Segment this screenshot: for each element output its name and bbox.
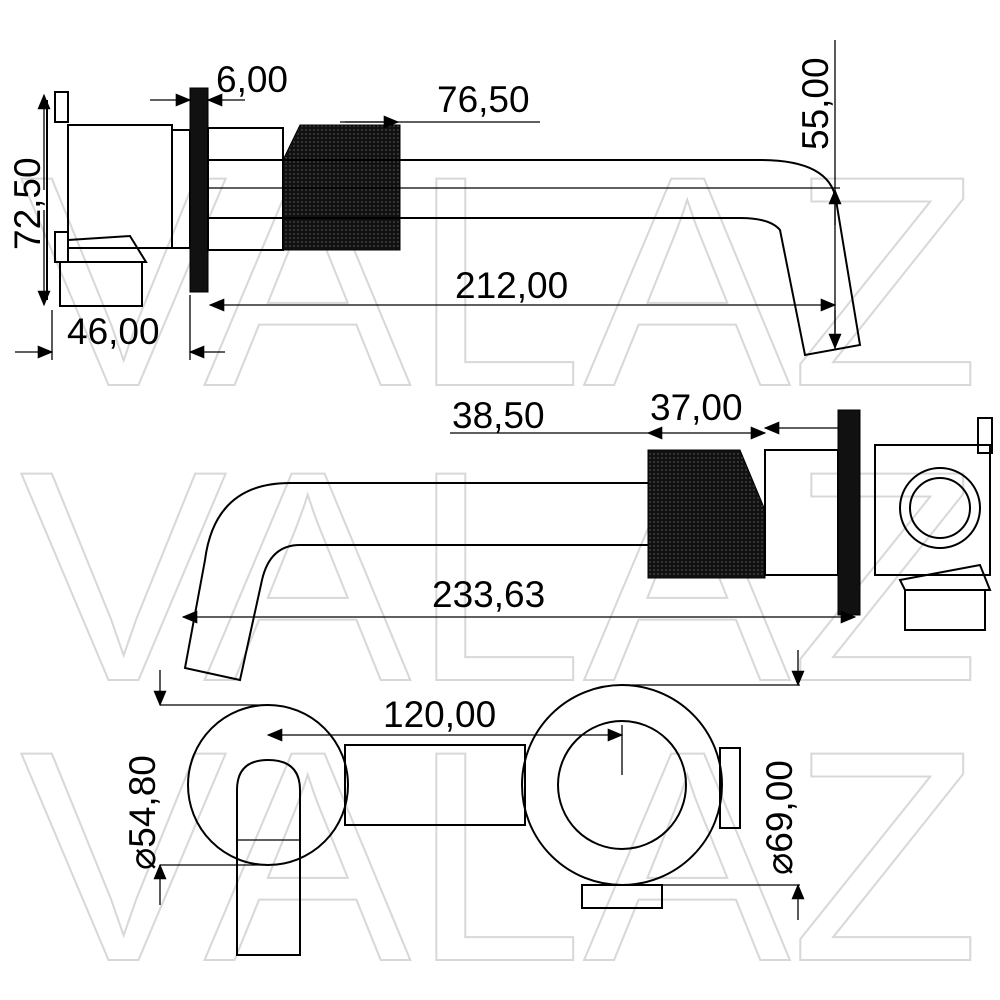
top-view: 6,00 76,50 55,00 72,50 212,00 46,00 <box>7 40 862 360</box>
front-view: 120,00 ⌀54,80 ⌀69,00 <box>122 650 805 956</box>
dim-spout: 212,00 <box>455 265 568 306</box>
svg-text:VALAZ: VALAZ <box>20 113 980 449</box>
dim-height: 55,00 <box>795 57 836 150</box>
wall-bracket-top <box>54 91 69 123</box>
dim-a: 38,50 <box>452 395 545 436</box>
dim-plate: 6,00 <box>216 59 288 100</box>
dim-right-dia: ⌀69,00 <box>759 760 800 875</box>
spout-front <box>236 758 301 956</box>
dim-total: 233,63 <box>432 574 545 615</box>
connector-bar <box>344 744 526 826</box>
handle-front <box>557 720 687 850</box>
wall-plate-side <box>837 409 861 616</box>
dim-body: 72,50 <box>7 157 48 250</box>
dim-depth: 46,00 <box>67 311 160 352</box>
dim-b: 37,00 <box>650 387 743 428</box>
dim-left-dia: ⌀54,80 <box>122 755 163 870</box>
knurled-handle-side <box>647 449 766 579</box>
dim-handle: 76,50 <box>437 79 530 120</box>
watermark: VALAZ VALAZ VALAZ <box>19 112 981 1000</box>
side-view: 38,50 37,00 233,63 <box>181 387 993 682</box>
valve-body-side <box>874 444 991 576</box>
spout-side <box>183 482 648 682</box>
dim-spacing: 120,00 <box>383 694 496 735</box>
wall-plate <box>189 87 209 293</box>
